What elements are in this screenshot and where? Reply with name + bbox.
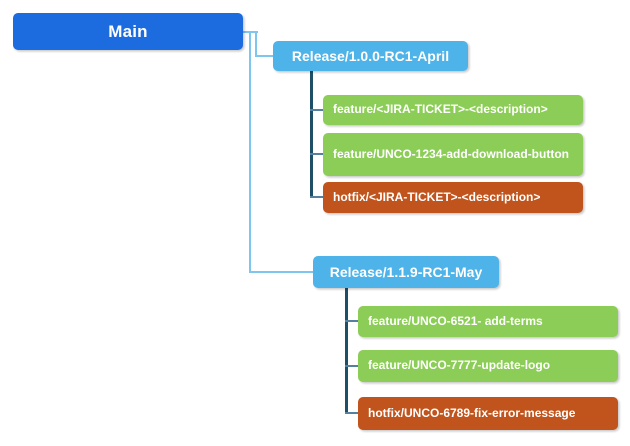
node-hotfix-jira-ticket-template: hotfix/<JIRA-TICKET>-<description> [323,182,583,213]
node-feature-unco-7777-update-logo: feature/UNCO-7777-update-logo [358,350,618,382]
connector-release1-trunk [310,71,313,198]
node-main-branch: Main [13,13,243,50]
connector-main-to-release2-vertical [249,31,251,273]
connector-stub-feature4 [345,365,359,367]
connector-release1-in [255,55,274,57]
node-release-1-0-0-rc1-april: Release/1.0.0-RC1-April [273,41,468,71]
connector-release2-in [249,271,314,273]
connector-stub-hotfix2 [345,412,359,414]
node-release-1-1-9-rc1-may: Release/1.1.9-RC1-May [313,256,499,288]
connector-main-to-release1-vertical [255,31,257,57]
node-feature-unco-1234-add-download-button: feature/UNCO-1234-add-download-button [323,133,583,176]
connector-stub-feature1 [310,109,324,111]
connector-stub-feature2 [310,153,324,155]
node-feature-jira-ticket-template: feature/<JIRA-TICKET>-<description> [323,95,583,125]
connector-stub-hotfix1 [310,196,324,198]
connector-release2-trunk [345,288,348,414]
node-hotfix-unco-6789-fix-error-message: hotfix/UNCO-6789-fix-error-message [358,397,618,430]
connector-stub-feature3 [345,320,359,322]
node-feature-unco-6521-add-terms: feature/UNCO-6521- add-terms [358,306,618,337]
